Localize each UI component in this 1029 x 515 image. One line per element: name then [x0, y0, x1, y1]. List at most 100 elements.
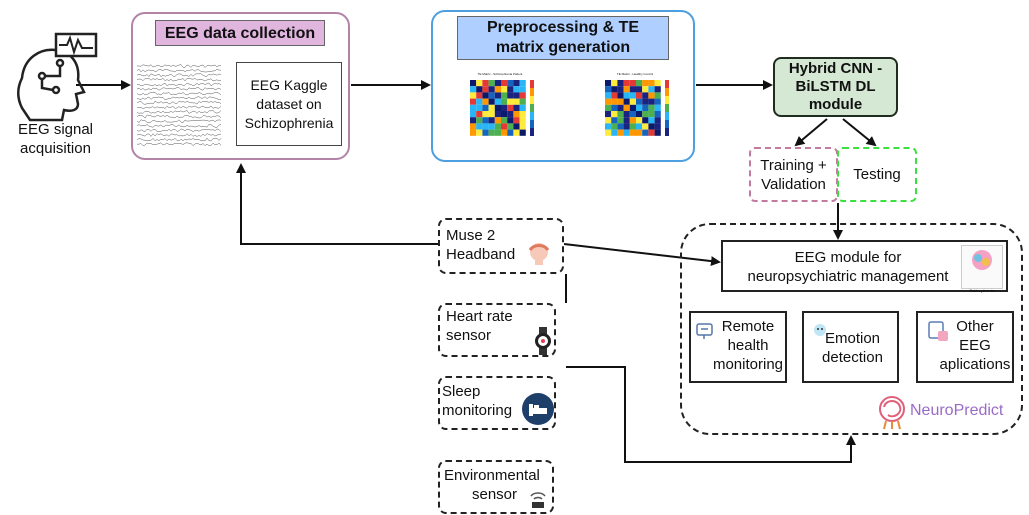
heatmap-cell — [642, 117, 649, 124]
heatmap-cell — [482, 129, 489, 136]
colorbar-segment — [665, 88, 669, 96]
heatmap-cell — [623, 92, 630, 99]
heatmap-cell — [476, 98, 483, 105]
eeg-trace — [137, 77, 222, 82]
heatmap-cell — [494, 129, 501, 136]
heart-line2: sensor — [446, 327, 492, 344]
heatmap-cell — [623, 111, 630, 118]
dataset-line1: EEG Kaggle — [250, 76, 328, 93]
heatmap-cell — [636, 129, 643, 136]
eeg-data-collection-group: EEG data collection EEG Kaggle dataset o… — [131, 12, 350, 160]
heatmap-cell — [611, 129, 618, 136]
heatmap-cell — [501, 86, 508, 93]
training-validation-box: Training + Validation — [749, 147, 838, 202]
eeg-trace — [137, 82, 222, 87]
model-line1: Hybrid CNN - — [788, 60, 883, 77]
emotion-detection-box: Emotion detection — [802, 311, 899, 383]
heatmap-cell — [519, 123, 526, 130]
heatmap-cell — [488, 117, 495, 124]
heatmap-cell — [519, 80, 526, 87]
heatmap-cell — [629, 86, 636, 93]
emotion-line1: Emotion — [824, 330, 881, 347]
te-matrix-control: TE Matrix - Healthy Control — [593, 72, 677, 144]
heatmap-cell — [476, 104, 483, 111]
testing-box: Testing — [837, 147, 917, 202]
heatmap-cell — [617, 111, 624, 118]
heatmap-cell — [488, 86, 495, 93]
sleep-line1: Sleep — [442, 383, 481, 400]
heatmap-cell — [605, 117, 612, 124]
heatmap-cell — [519, 129, 526, 136]
env-line2: sensor — [472, 486, 518, 503]
remote-line1: Remote — [721, 318, 775, 335]
heatmap-cell — [507, 123, 514, 130]
heatmap-cell — [611, 104, 618, 111]
heatmap-cell — [605, 129, 612, 136]
heatmap-cell — [476, 111, 483, 118]
heatmap-cell — [494, 80, 501, 87]
heatmap-cell — [513, 111, 520, 118]
heatmap-cell — [513, 129, 520, 136]
heatmap-cell — [629, 92, 636, 99]
dataset-line3: Schizophrenia — [244, 114, 334, 131]
preprocessing-title: Preprocessing & TE matrix generation — [457, 16, 669, 60]
heatmap-cell — [494, 92, 501, 99]
heatmap-cell — [482, 80, 489, 87]
acquisition-label-line1: EEG signal — [17, 121, 94, 138]
arrow-model-to-training — [794, 118, 828, 147]
heatmap-cell — [636, 80, 643, 87]
heatmap-cell — [470, 123, 477, 130]
dataset-line2: dataset on — [256, 95, 322, 112]
te-matrix-patient: TE Matrix - Schizophrenia Patient — [458, 72, 542, 144]
heatmap-cell — [494, 98, 501, 105]
heatmap-cell — [605, 123, 612, 130]
eeg-trace — [137, 96, 222, 100]
heatmap-cell — [642, 123, 649, 130]
heatmap-cell — [605, 92, 612, 99]
heatmap-cell — [642, 111, 649, 118]
heatmap-cell — [642, 98, 649, 105]
heatmap-cell — [507, 98, 514, 105]
heatmap-cell — [605, 98, 612, 105]
heatmap-cell — [617, 86, 624, 93]
heatmap-cell — [488, 98, 495, 105]
heatmap-cell — [648, 117, 655, 124]
heatmap-cell — [488, 129, 495, 136]
other-line1: Other — [956, 318, 994, 335]
sleep-line2: monitoring — [442, 402, 513, 419]
heatmap-cell — [654, 92, 661, 99]
heatmap-cell — [654, 117, 661, 124]
heatmap-cell — [494, 104, 501, 111]
matrix-right-caption: TE Matrix - Healthy Control — [616, 72, 654, 76]
heatmap-cell — [488, 92, 495, 99]
heatmap-cell — [617, 92, 624, 99]
heatmap-cell — [654, 86, 661, 93]
heatmap-cell — [617, 104, 624, 111]
heatmap-cell — [642, 104, 649, 111]
heatmap-cell — [470, 117, 477, 124]
heatmap-cell — [605, 80, 612, 87]
heatmap-cell — [513, 123, 520, 130]
acquisition-label-line2: acquisition — [20, 140, 91, 157]
arrow-sensors-to-region — [566, 366, 856, 463]
heatmap-cell — [470, 80, 477, 87]
heatmap-cell — [470, 92, 477, 99]
eeg-trace — [137, 87, 222, 91]
applications-region: NeuroPredict — [680, 223, 1023, 435]
heatmap-cell — [648, 80, 655, 87]
environmental-sensor-box: Environmental sensor — [438, 460, 554, 514]
heatmap-cell — [617, 80, 624, 87]
heatmap-cell — [482, 117, 489, 124]
arrow-muse-to-module — [563, 243, 721, 267]
heatmap-cell — [629, 129, 636, 136]
eeg-trace — [137, 133, 222, 137]
heatmap-cell — [501, 92, 508, 99]
arrow-muse-to-collection — [236, 163, 438, 245]
heatmap-cell — [488, 80, 495, 87]
heatmap-cell — [629, 111, 636, 118]
heatmap-cell — [648, 111, 655, 118]
colorbar-segment — [530, 88, 534, 96]
heatmap-cell — [470, 111, 477, 118]
heatmap-cell — [501, 98, 508, 105]
